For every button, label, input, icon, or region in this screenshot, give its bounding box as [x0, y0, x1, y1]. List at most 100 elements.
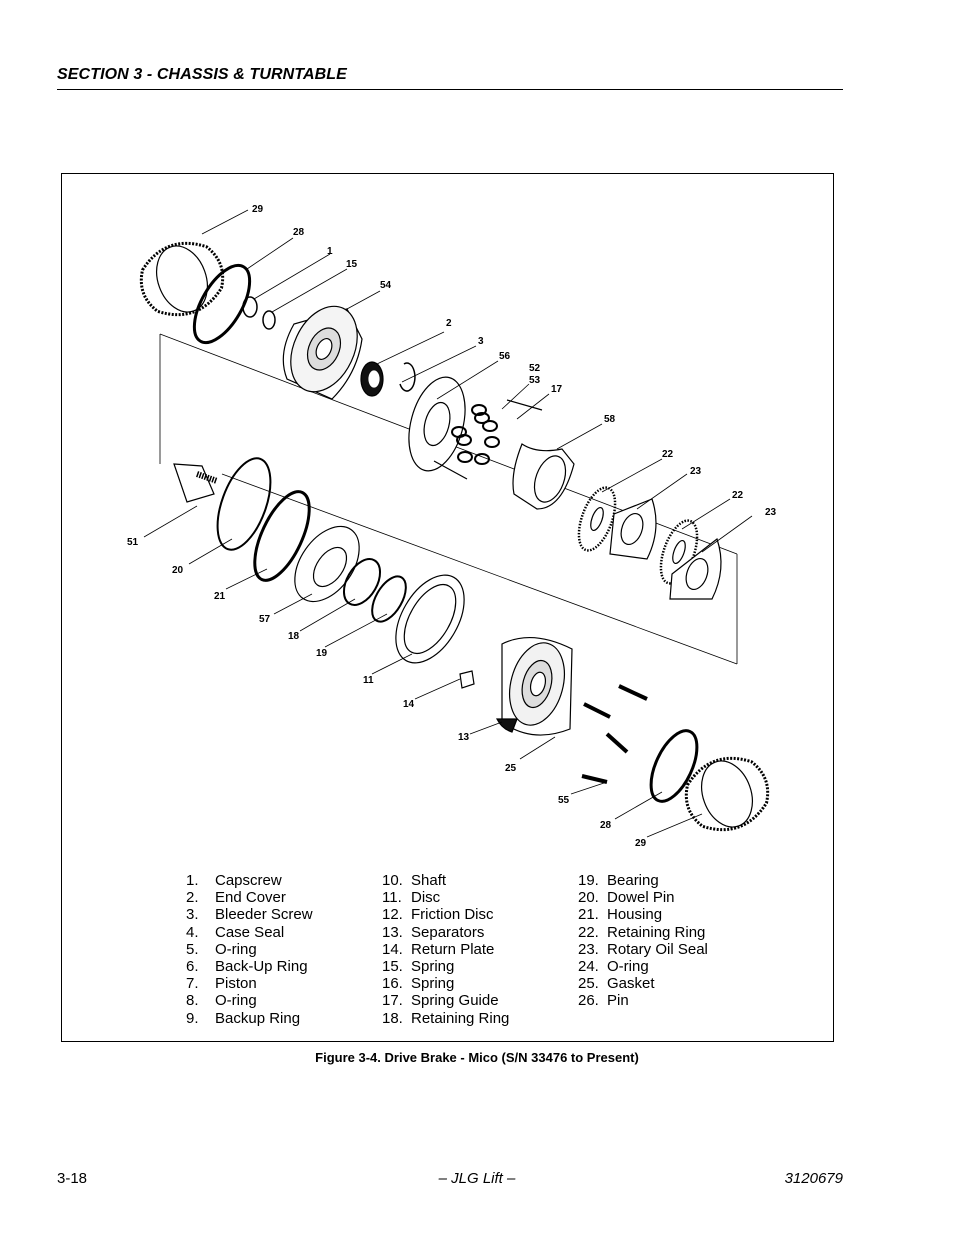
legend-item-number: 13.: [382, 923, 403, 941]
legend-item-label: O-ring: [215, 992, 257, 1010]
callout-label: 54: [380, 280, 392, 291]
legend-item-number: 25.: [578, 975, 599, 993]
legend-item-number: 8.: [186, 992, 199, 1010]
legend-item: 7.Piston: [186, 975, 313, 992]
legend-item-number: 2.: [186, 889, 199, 907]
legend-item: 24.O-ring: [578, 958, 708, 975]
callout-label: 29: [252, 204, 264, 215]
legend-item: 22.Retaining Ring: [578, 924, 708, 941]
legend-item-label: Separators: [411, 923, 485, 941]
legend-item: 12. Friction Disc: [382, 906, 509, 923]
legend-item-label: Return Plate: [411, 940, 495, 958]
legend-item-number: 9.: [186, 1009, 199, 1027]
end-cover: [282, 305, 363, 400]
legend-item: 18.Retaining Ring: [382, 1010, 509, 1027]
legend-item-label: Spring Guide: [411, 992, 499, 1010]
callout-label: 56: [499, 351, 511, 362]
callout-label: 19: [316, 648, 328, 659]
legend-item: 10. Shaft: [382, 872, 509, 889]
legend-item-label: Backup Ring: [215, 1009, 301, 1027]
legend-item: 16. Spring: [382, 975, 509, 992]
callout-label: 3: [478, 336, 484, 347]
legend-item-label: Gasket: [607, 975, 655, 993]
legend-item-number: 19.: [578, 872, 599, 889]
end-housing: [496, 636, 573, 736]
legend-item: 6. Back-Up Ring: [186, 958, 313, 975]
callout-label: 15: [346, 259, 358, 270]
legend-item: 14.Return Plate: [382, 941, 509, 958]
legend-item-number: 21.: [578, 906, 599, 924]
legend-item: 2. End Cover: [186, 889, 313, 906]
legend-item: 17. Spring Guide: [382, 992, 509, 1009]
callout-label: 1: [327, 246, 333, 257]
legend-item-label: Disc: [411, 889, 441, 907]
legend-item: 20. Dowel Pin: [578, 889, 708, 906]
legend-item: 5. O-ring: [186, 941, 313, 958]
callout-label: 28: [293, 227, 305, 238]
legend-item-label: Spring: [411, 975, 455, 993]
legend-item-number: 15.: [382, 958, 403, 976]
legend-item-label: Friction Disc: [411, 906, 494, 924]
callout-label: 23: [765, 507, 777, 518]
legend-item-label: Housing: [607, 906, 663, 924]
legend-item-number: 24.: [578, 958, 599, 976]
legend-item-label: Rotary Oil Seal: [607, 940, 708, 958]
legend-item: 19.Bearing: [578, 872, 708, 889]
legend-item: 8. O-ring: [186, 992, 313, 1009]
legend-item: 11.Disc: [382, 889, 509, 906]
exploded-view-drawing: 2928115542356525317582223222351202157181…: [127, 204, 777, 849]
footer-brand: – JLG Lift –: [438, 1170, 516, 1187]
legend-item-number: 5.: [186, 940, 199, 958]
legend-item-number: 10.: [382, 872, 403, 889]
callout-label: 18: [288, 631, 300, 642]
legend-item-label: Piston: [215, 975, 257, 993]
legend-item-label: End Cover: [215, 889, 286, 907]
legend-item: 21. Housing: [578, 906, 708, 923]
legend-item-label: Back-Up Ring: [215, 958, 308, 976]
legend-item-number: 3.: [186, 906, 199, 924]
legend-item-number: 12.: [382, 906, 403, 924]
legend-item-number: 4.: [186, 923, 199, 941]
legend-item-number: 20.: [578, 889, 599, 907]
legend-item-number: 16.: [382, 975, 403, 993]
document-number: 3120679: [784, 1170, 843, 1187]
callout-label: 28: [600, 820, 612, 831]
legend-item: 23. Rotary Oil Seal: [578, 941, 708, 958]
legend-item: 15.Spring: [382, 958, 509, 975]
callout-label: 11: [363, 675, 374, 686]
header-rule: [57, 89, 843, 90]
callout-label: 57: [259, 614, 271, 625]
callout-label: 29: [635, 838, 647, 849]
legend-item: 3. Bleeder Screw: [186, 906, 313, 923]
callout-label: 22: [732, 490, 744, 501]
figure-caption: Figure 3-4. Drive Brake - Mico (S/N 3347…: [315, 1050, 639, 1065]
legend-item: 9. Backup Ring: [186, 1010, 313, 1027]
callout-label: 2: [446, 318, 452, 329]
legend-item-number: 26.: [578, 992, 599, 1010]
legend-item-number: 6.: [186, 958, 199, 976]
page-number: 3-18: [57, 1170, 88, 1187]
legend-item: 13. Separators: [382, 924, 509, 941]
legend-item: 26.Pin: [578, 992, 708, 1009]
legend-item-label: Dowel Pin: [607, 889, 675, 907]
callout-label: 14: [403, 699, 415, 710]
legend-item-label: Shaft: [411, 872, 447, 889]
callout-label: 20: [172, 565, 184, 576]
legend-item-label: O-ring: [215, 940, 257, 958]
legend-item-number: 23.: [578, 940, 599, 958]
legend-item-number: 22.: [578, 923, 599, 941]
legend-item: 1.Capscrew: [186, 872, 313, 889]
callout-label: 23: [690, 466, 702, 477]
callout-label: 51: [127, 537, 139, 548]
callout-label: 55: [558, 795, 570, 806]
legend-item-label: Retaining Ring: [411, 1009, 510, 1027]
legend-item-label: Bleeder Screw: [215, 906, 313, 924]
callout-label: 17: [551, 384, 563, 395]
legend-item-number: 17.: [382, 992, 403, 1010]
section-title: SECTION 3 - CHASSIS & TURNTABLE: [57, 66, 347, 83]
gasket-top: [139, 241, 225, 317]
